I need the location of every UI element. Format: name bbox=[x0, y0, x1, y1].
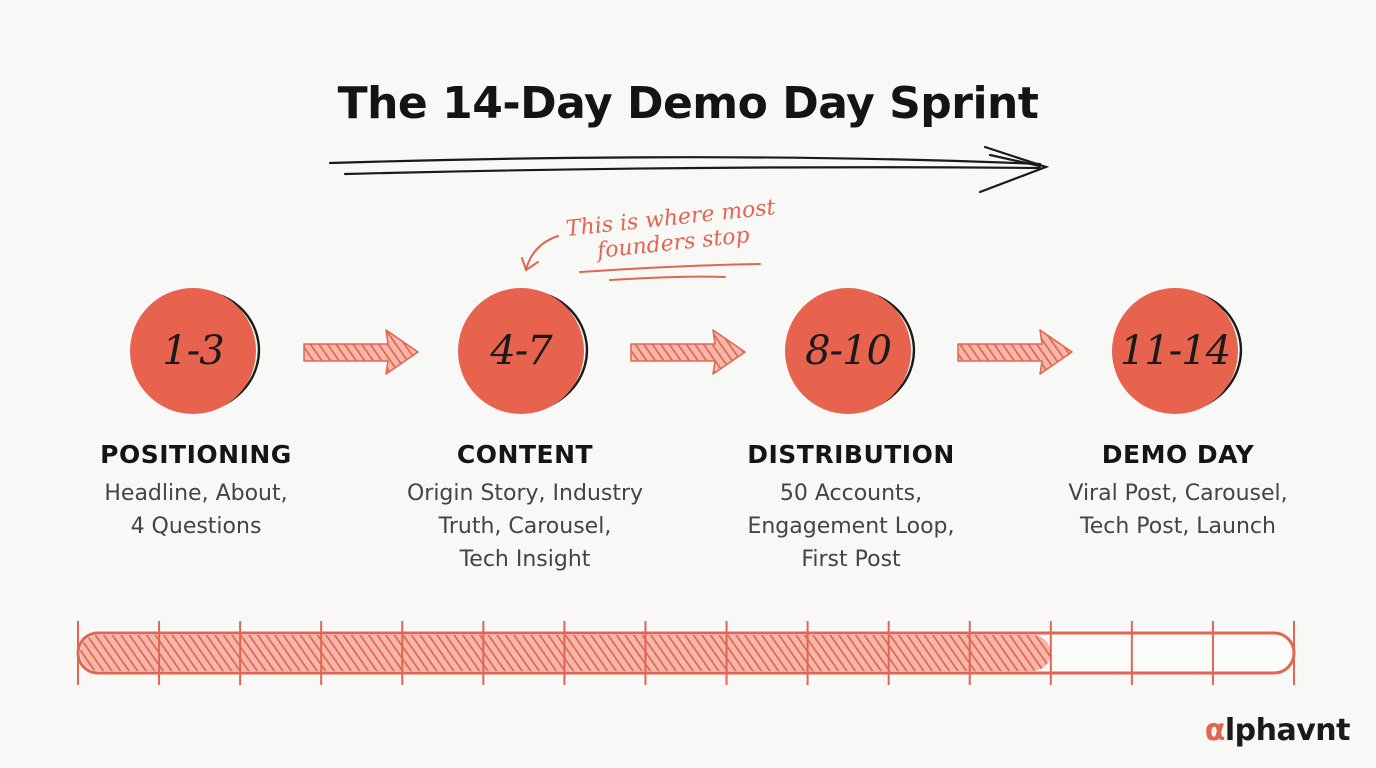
progress-bar bbox=[76, 621, 1296, 685]
stage-description: Viral Post, Carousel, Tech Post, Launch bbox=[1068, 481, 1288, 539]
stage-description: Origin Story, Industry Truth, Carousel, … bbox=[406, 481, 644, 572]
days-badge-1: 1-3 bbox=[130, 288, 256, 414]
stage-distribution: DISTRIBUTION 50 Accounts, Engagement Loo… bbox=[701, 440, 1001, 576]
days-badge-4: 11-14 bbox=[1112, 288, 1238, 414]
title-underline-arrow bbox=[328, 145, 1050, 194]
progress-ticks bbox=[77, 621, 1295, 685]
stage-title: CONTENT bbox=[456, 440, 594, 469]
note-underline bbox=[579, 263, 761, 281]
stage-title: DISTRIBUTION bbox=[747, 440, 955, 469]
days-badge-2: 4-7 bbox=[458, 288, 584, 414]
page-title: The 14-Day Demo Day Sprint bbox=[337, 78, 1039, 129]
note-pointer-arrow bbox=[521, 235, 559, 272]
stage-demo-day: DEMO DAY Viral Post, Carousel, Tech Post… bbox=[1028, 440, 1328, 543]
connector-arrow-2 bbox=[630, 329, 746, 375]
brand-logo: αlphavnt bbox=[1204, 713, 1351, 748]
brand-logo-text: lphavnt bbox=[1224, 713, 1351, 748]
stage-description: Headline, About, 4 Questions bbox=[104, 481, 288, 539]
stage-title: POSITIONING bbox=[100, 440, 292, 469]
stage-positioning: POSITIONING Headline, About, 4 Questions bbox=[46, 440, 346, 543]
connector-arrow-3 bbox=[957, 329, 1073, 375]
stage-title: DEMO DAY bbox=[1101, 440, 1255, 469]
stage-content: CONTENT Origin Story, Industry Truth, Ca… bbox=[375, 440, 675, 576]
brand-logo-accent: α bbox=[1204, 713, 1226, 748]
days-badge-3: 8-10 bbox=[785, 288, 911, 414]
stage-description: 50 Accounts, Engagement Loop, First Post bbox=[747, 481, 955, 572]
connector-arrow-1 bbox=[303, 329, 419, 375]
